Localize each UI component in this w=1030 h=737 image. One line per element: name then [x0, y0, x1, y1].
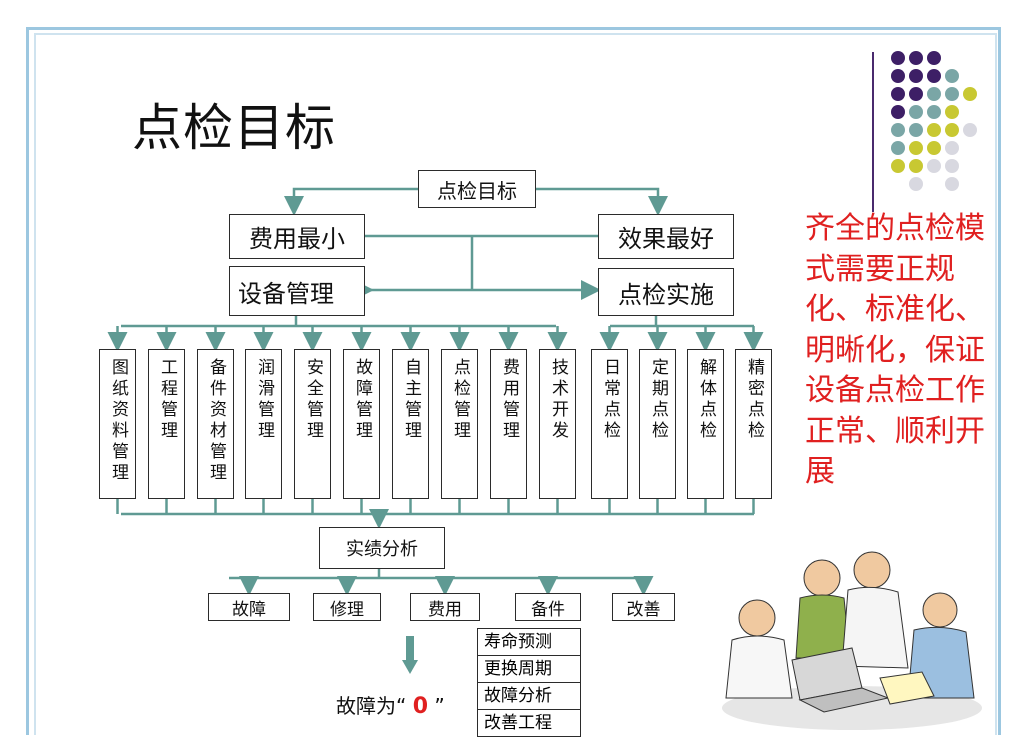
accent-divider	[872, 52, 874, 212]
management-item: 点检管理	[441, 349, 478, 499]
detail-item: 寿命预测	[478, 629, 580, 656]
decor-dot	[891, 123, 905, 137]
cost-min-box: 费用最小	[229, 214, 365, 259]
decor-dot	[909, 87, 923, 101]
decor-dot	[927, 159, 941, 173]
goal-suffix: ”	[434, 694, 445, 718]
management-item: 润滑管理	[245, 349, 282, 499]
equipment-mgmt-box: 设备管理	[229, 266, 365, 316]
red-note: 齐全的点检模式需要正规化、标准化、明晰化，保证设备点检工作正常、顺利开展	[805, 211, 985, 489]
management-item: 技术开发	[539, 349, 576, 499]
decor-dot	[891, 159, 905, 173]
analysis-detail-list: 寿命预测 更换周期 故障分析 改善工程	[477, 628, 581, 737]
decor-dot	[891, 87, 905, 101]
analysis-item: 故障	[208, 593, 290, 621]
decor-dot	[891, 105, 905, 119]
goal-prefix: 故障为“	[336, 694, 407, 718]
decor-dot	[963, 123, 977, 137]
decor-dot	[909, 105, 923, 119]
decor-dot	[945, 177, 959, 191]
dot-pattern-decoration	[891, 51, 977, 191]
decor-dot	[909, 69, 923, 83]
root-box: 点检目标	[418, 170, 536, 208]
decor-dot	[927, 87, 941, 101]
detail-item: 更换周期	[478, 656, 580, 683]
team-meeting-illustration	[722, 551, 982, 730]
decor-dot	[945, 105, 959, 119]
decor-dot	[945, 69, 959, 83]
decor-dot	[909, 177, 923, 191]
decor-dot	[945, 159, 959, 173]
decor-dot	[945, 87, 959, 101]
inspection-item: 精密点检	[735, 349, 772, 499]
detail-item: 故障分析	[478, 683, 580, 710]
effect-best-box: 效果最好	[598, 214, 734, 259]
slide-frame-outer	[26, 27, 1001, 735]
analysis-box: 实绩分析	[319, 527, 445, 569]
management-item: 自主管理	[392, 349, 429, 499]
decor-dot	[891, 141, 905, 155]
analysis-item: 费用	[410, 593, 480, 621]
decor-dot	[909, 159, 923, 173]
decor-dot	[927, 51, 941, 65]
decor-dot	[891, 69, 905, 83]
inspection-item: 定期点检	[639, 349, 676, 499]
inspection-item: 解体点检	[687, 349, 724, 499]
detail-item: 改善工程	[484, 713, 552, 733]
decor-dot	[909, 123, 923, 137]
arrow-down-icon	[402, 636, 418, 674]
analysis-item: 修理	[313, 593, 381, 621]
decor-dot	[909, 141, 923, 155]
management-item: 工程管理	[148, 349, 185, 499]
analysis-item: 备件	[515, 593, 581, 621]
decor-dot	[927, 123, 941, 137]
decor-dot	[927, 141, 941, 155]
management-item: 图纸资料管理	[99, 349, 136, 499]
management-item: 费用管理	[490, 349, 527, 499]
slide-frame-inner	[34, 33, 997, 735]
decor-dot	[927, 69, 941, 83]
inspection-item: 日常点检	[591, 349, 628, 499]
management-item: 安全管理	[294, 349, 331, 499]
decor-dot	[945, 141, 959, 155]
decor-dot	[891, 51, 905, 65]
management-item: 备件资材管理	[197, 349, 234, 499]
analysis-item: 改善	[612, 593, 675, 621]
management-item: 故障管理	[343, 349, 380, 499]
zero-failure-goal: 故障为“ 0 ”	[336, 690, 445, 719]
goal-value: 0	[412, 694, 429, 719]
decor-dot	[927, 105, 941, 119]
decor-dot	[909, 51, 923, 65]
decor-dot	[963, 87, 977, 101]
inspection-exec-box: 点检实施	[598, 268, 734, 316]
decor-dot	[945, 123, 959, 137]
slide-title: 点检目标	[132, 99, 336, 157]
